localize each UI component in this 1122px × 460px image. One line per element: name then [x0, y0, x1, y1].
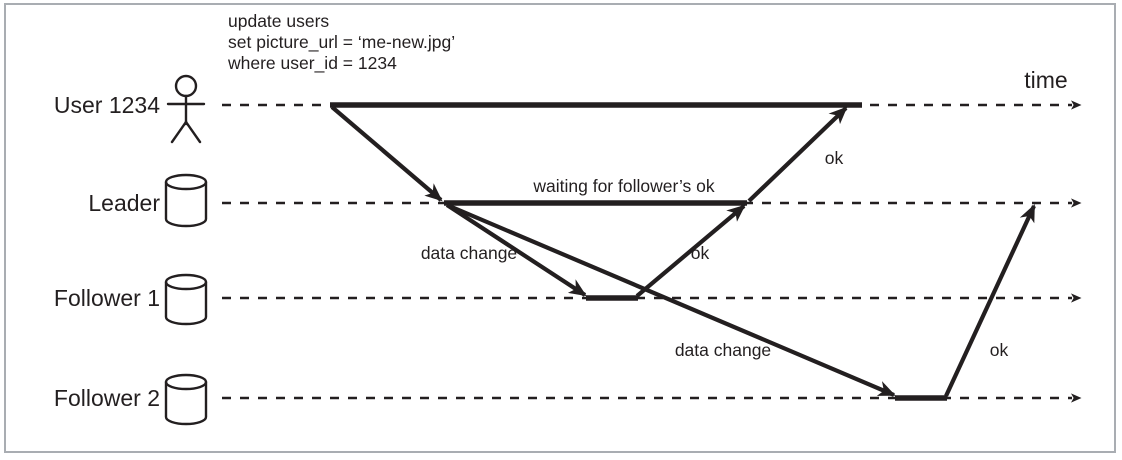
- time-axis-label: time: [1024, 67, 1067, 93]
- query-line-1: update users: [228, 11, 329, 31]
- message-arrow-ok-follower2-to-leader: [944, 204, 1036, 397]
- participant-label-follower1: Follower 1: [54, 285, 160, 311]
- database-cylinder-icon-leader: [164, 173, 208, 228]
- query-line-2: set picture_url = ‘me-new.jpg’: [228, 32, 455, 53]
- participant-label-leader: Leader: [88, 190, 160, 216]
- message-label-ok-follower1: ok: [691, 243, 710, 263]
- message-label-data-change-follower1: data change: [421, 243, 517, 263]
- participant-label-follower2: Follower 2: [54, 385, 160, 411]
- message-arrow-ok-follower1-to-leader: [635, 204, 746, 298]
- message-arrow-ok-leader-to-user: [747, 106, 848, 203]
- message-arrow-data-change-leader-to-follower1: [445, 203, 587, 297]
- message-arrow-data-change-leader-to-follower2: [446, 203, 896, 397]
- stick-figure-icon: [166, 74, 206, 144]
- message-label-ok-leader-to-user: ok: [825, 148, 844, 168]
- state-label-waiting-for-follower-ok: waiting for follower’s ok: [532, 176, 714, 196]
- query-line-3: where user_id = 1234: [227, 53, 397, 74]
- message-arrow-update-user-to-leader: [330, 105, 443, 202]
- database-cylinder-icon-follower2: [164, 373, 208, 426]
- participant-label-user: User 1234: [54, 92, 160, 118]
- message-label-data-change-follower2: data change: [675, 340, 771, 360]
- database-cylinder-icon-follower1: [164, 273, 208, 326]
- figure-frame: [4, 3, 1116, 453]
- message-label-ok-follower2: ok: [990, 340, 1009, 360]
